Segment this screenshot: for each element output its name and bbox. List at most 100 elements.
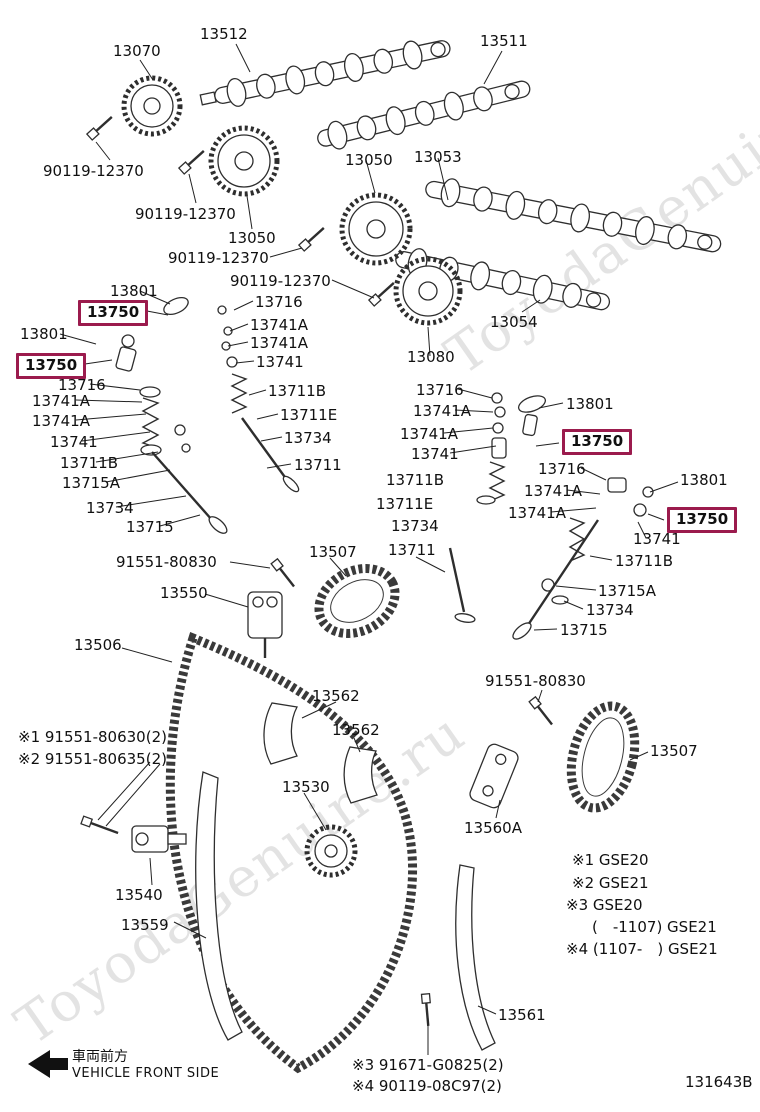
part-label: 13734 bbox=[586, 601, 634, 619]
part-label: 13741 bbox=[411, 445, 459, 463]
part-label: 13506 bbox=[74, 636, 122, 654]
part-label: 13560A bbox=[464, 819, 522, 837]
part-label: 13741 bbox=[256, 353, 304, 371]
chain-guide-13562b bbox=[343, 746, 378, 804]
part-label: ※2 91551-80635(2) bbox=[18, 750, 167, 768]
part-label: 13715 bbox=[560, 621, 608, 639]
part-label: 13715 bbox=[126, 518, 174, 536]
part-label: 13741A bbox=[508, 504, 566, 522]
cam-gear-13050b bbox=[339, 192, 413, 266]
part-label: 90119-12370 bbox=[168, 249, 269, 267]
part-label: 13711B bbox=[615, 552, 674, 570]
bracket-13560a bbox=[469, 743, 519, 809]
crank-sprocket-13530 bbox=[304, 824, 358, 878]
part-label: 13715A bbox=[598, 582, 656, 600]
part-label: 91551-80830 bbox=[485, 672, 586, 690]
part-label: 13050 bbox=[345, 151, 393, 169]
cam-gear-13050a bbox=[208, 125, 280, 197]
part-label: 13734 bbox=[391, 517, 439, 535]
part-label: 90119-12370 bbox=[135, 205, 236, 223]
part-label: 91551-80830 bbox=[116, 553, 217, 571]
part-label: 13562 bbox=[312, 687, 360, 705]
bolt-91551-80630 bbox=[80, 815, 119, 835]
chain-guide-13561 bbox=[455, 864, 496, 1051]
chain-13507-right bbox=[566, 701, 640, 813]
part-label: 13711E bbox=[280, 406, 338, 424]
chain-guide-13562a bbox=[263, 702, 299, 765]
part-label: 13711B bbox=[386, 471, 445, 489]
part-label: 13741A bbox=[32, 392, 90, 410]
part-label: 13507 bbox=[309, 543, 357, 561]
part-label: 13741A bbox=[32, 412, 90, 430]
part-label: 13716 bbox=[416, 381, 464, 399]
part-label: 13741A bbox=[524, 482, 582, 500]
part-label: 13511 bbox=[480, 32, 528, 50]
leader-lines bbox=[59, 43, 679, 1055]
part-label: ※4 (1107- ) GSE21 bbox=[566, 940, 718, 958]
vvt-gear-13070 bbox=[121, 75, 183, 137]
part-label: 13550 bbox=[160, 584, 208, 602]
part-label: 13741A bbox=[250, 316, 308, 334]
part-label: ※3 91671-G0825(2) bbox=[352, 1056, 504, 1074]
part-label: 13562 bbox=[332, 721, 380, 739]
part-label: ※4 90119-08C97(2) bbox=[352, 1077, 502, 1095]
part-label: 13734 bbox=[86, 499, 134, 517]
part-label: 13741A bbox=[400, 425, 458, 443]
part-label: 13801 bbox=[20, 325, 68, 343]
part-label-highlighted[interactable]: 13750 bbox=[16, 353, 87, 380]
part-label: 13507 bbox=[650, 742, 698, 760]
part-label: ( -1107) GSE21 bbox=[592, 918, 717, 936]
part-label: 13561 bbox=[498, 1006, 546, 1024]
bolt-90119-12370 bbox=[177, 150, 205, 175]
valve-group-right bbox=[512, 395, 654, 640]
part-label: 13711 bbox=[388, 541, 436, 559]
part-label: 13716 bbox=[538, 460, 586, 478]
part-label: 13801 bbox=[566, 395, 614, 413]
bolt-91551-80830 bbox=[270, 557, 295, 588]
part-label: 13715A bbox=[62, 474, 120, 492]
part-label: ※2 GSE21 bbox=[572, 874, 649, 892]
part-label-highlighted[interactable]: 13750 bbox=[562, 429, 633, 456]
part-label: 13711B bbox=[60, 454, 119, 472]
part-label: 13070 bbox=[113, 42, 161, 60]
part-label: 13741 bbox=[50, 433, 98, 451]
part-label: ※1 GSE20 bbox=[572, 851, 649, 869]
part-label: 13053 bbox=[414, 148, 462, 166]
valve-group-middle bbox=[448, 392, 507, 623]
part-label: 13080 bbox=[407, 348, 455, 366]
part-label: 90119-12370 bbox=[230, 272, 331, 290]
part-label: 13540 bbox=[115, 886, 163, 904]
front-arrow-icon bbox=[28, 1050, 68, 1078]
part-label: 13741A bbox=[413, 402, 471, 420]
part-label: 13711E bbox=[376, 495, 434, 513]
part-label: 13716 bbox=[58, 376, 106, 394]
part-label-highlighted[interactable]: 13750 bbox=[667, 507, 738, 534]
vehicle-front-side: 車両前方 VEHICLE FRONT SIDE bbox=[72, 1046, 219, 1081]
bolt-90119-12370 bbox=[85, 116, 113, 141]
part-label: ※1 91551-80630(2) bbox=[18, 728, 167, 746]
diagram-id: 131643B bbox=[685, 1073, 753, 1091]
tensioner-13540 bbox=[131, 825, 187, 853]
part-label: 13716 bbox=[255, 293, 303, 311]
part-label: ※3 GSE20 bbox=[566, 896, 643, 914]
vehicle-front-en: VEHICLE FRONT SIDE bbox=[72, 1066, 220, 1081]
part-label: 13711 bbox=[294, 456, 342, 474]
part-label: 13050 bbox=[228, 229, 276, 247]
camshaft-13511 bbox=[317, 80, 531, 150]
part-label-highlighted[interactable]: 13750 bbox=[78, 300, 149, 327]
part-label: 13801 bbox=[680, 471, 728, 489]
vvt-gear-13080 bbox=[393, 256, 463, 326]
part-label: 13054 bbox=[490, 313, 538, 331]
part-label: 13741A bbox=[250, 334, 308, 352]
part-label: 13559 bbox=[121, 916, 169, 934]
part-label: 13801 bbox=[110, 282, 158, 300]
camshaft-13053 bbox=[425, 178, 722, 253]
tensioner-13550 bbox=[247, 591, 283, 658]
part-label: 13512 bbox=[200, 25, 248, 43]
camshaft-13512 bbox=[199, 40, 451, 107]
chain-guide-13559 bbox=[195, 771, 243, 1041]
vehicle-front-jp: 車両前方 bbox=[72, 1049, 128, 1065]
